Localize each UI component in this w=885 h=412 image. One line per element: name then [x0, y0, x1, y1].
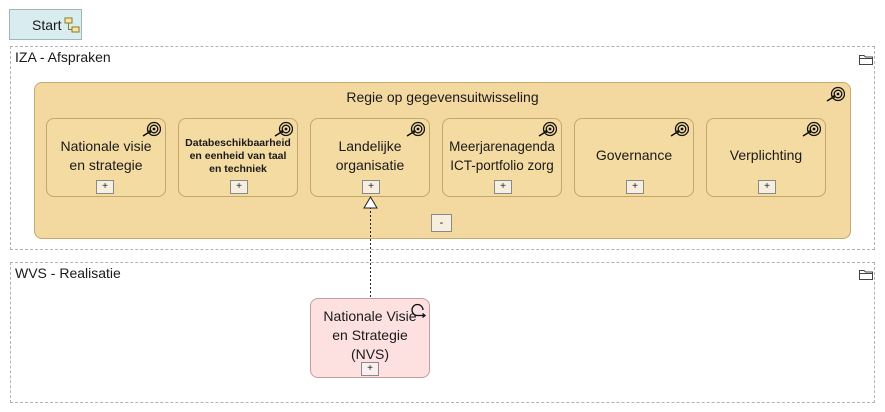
container-title: Regie op gegevensuitwisseling	[346, 89, 539, 105]
deliverable-icon	[411, 303, 427, 318]
group-label: IZA - Afspraken	[15, 49, 111, 65]
goal-landelijke-organisatie[interactable]: Landelijke organisatie +	[310, 118, 430, 197]
goal-icon	[406, 121, 425, 137]
goal-icon	[802, 121, 821, 137]
expand-button[interactable]: +	[230, 180, 248, 194]
goal-icon	[142, 121, 161, 137]
goal-icon	[274, 121, 293, 137]
start-button[interactable]: Start	[9, 9, 82, 40]
goal-text: Nationale visie en strategie	[60, 137, 152, 173]
expand-button[interactable]: +	[494, 180, 512, 194]
folder-icon[interactable]	[859, 54, 873, 65]
expand-button[interactable]: +	[626, 180, 644, 194]
goal-text: Meerjarenagenda ICT-portfolio zorg	[449, 138, 555, 173]
group-label: WVS - Realisatie	[15, 265, 121, 281]
group-wvs-realisatie[interactable]: WVS - Realisatie	[10, 262, 875, 403]
flowchart-icon	[64, 17, 80, 33]
goal-text: Databeschikbaarheid en eenheid van taal …	[185, 137, 291, 175]
goal-icon	[826, 86, 845, 102]
goal-icon	[538, 121, 557, 137]
expand-button[interactable]: +	[361, 362, 379, 376]
expand-button[interactable]: +	[96, 180, 114, 194]
goal-databeschikbaarheid[interactable]: Databeschikbaarheid en eenheid van taal …	[178, 118, 298, 197]
goal-meerjarenagenda[interactable]: Meerjarenagenda ICT-portfolio zorg +	[442, 118, 562, 197]
goal-icon	[670, 121, 689, 137]
goal-nationale-visie[interactable]: Nationale visie en strategie +	[46, 118, 166, 197]
goal-text: Verplichting	[729, 147, 803, 163]
start-label: Start	[32, 17, 62, 33]
deliverable-nvs[interactable]: Nationale Visie en Strategie (NVS) +	[310, 298, 430, 378]
expand-button[interactable]: +	[758, 180, 776, 194]
collapse-button[interactable]: -	[431, 214, 452, 232]
goal-verplichting[interactable]: Verplichting +	[706, 118, 826, 197]
goal-text: Governance	[595, 147, 673, 163]
deliverable-text: Nationale Visie en Strategie (NVS)	[323, 307, 417, 362]
expand-button[interactable]: +	[362, 180, 380, 194]
folder-icon[interactable]	[859, 269, 873, 280]
goal-governance[interactable]: Governance +	[574, 118, 694, 197]
goal-text: Landelijke organisatie	[335, 137, 405, 173]
